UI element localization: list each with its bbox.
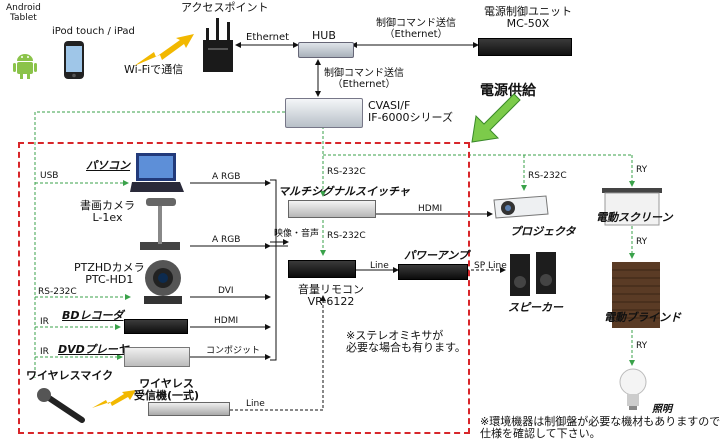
blind-icon xyxy=(612,262,660,332)
line-bottom-label: Line xyxy=(246,399,265,409)
ry-label-3: RY xyxy=(636,341,648,351)
sp-line-label: SP Line xyxy=(474,261,507,271)
microphone-icon xyxy=(36,388,86,428)
document-camera-icon xyxy=(136,194,186,256)
ry-label-2: RY xyxy=(636,237,648,247)
iphone-icon xyxy=(63,40,85,84)
rs232c-label-c: RS-232C xyxy=(528,171,567,181)
ethernet-label: Ethernet xyxy=(246,32,290,43)
power-supply-label: 電源供給 xyxy=(480,83,536,99)
dvd-label: DVDプレーヤ xyxy=(58,343,129,356)
ptz-camera-label: PTZHDカメラ PTC-HD1 xyxy=(74,261,145,287)
hdmi-label-2: HDMI xyxy=(418,204,443,214)
access-point-icon xyxy=(200,18,236,78)
screen-label: 電動スクリーン xyxy=(596,211,673,224)
control-area-frame xyxy=(18,142,470,434)
argb-label-1: A RGB xyxy=(212,172,241,182)
hdmi-label-1: HDMI xyxy=(214,316,239,326)
pc-icon xyxy=(130,152,184,198)
dvi-label: DVI xyxy=(218,286,234,296)
light-label: 照明 xyxy=(652,404,672,415)
power-amp-label: パワーアンプ xyxy=(404,249,469,262)
android-icon xyxy=(12,52,38,84)
cvas-device xyxy=(285,98,363,128)
control-command-label-2: 制御コマンド送信 （Ethernet） xyxy=(324,68,404,90)
switcher-label: マルチシグナルスイッチャ xyxy=(278,185,410,198)
rs232c-left-label: RS-232C xyxy=(38,287,77,297)
screen-icon xyxy=(602,188,662,230)
video-audio-label: 映像・音声 xyxy=(274,229,320,239)
blind-label: 電動ブラインド xyxy=(604,311,681,324)
argb-label-2: A RGB xyxy=(212,235,241,245)
volume-remote-device xyxy=(288,260,356,278)
ir-label-2: IR xyxy=(40,347,49,357)
composite-label: コンポジット xyxy=(206,346,261,356)
hub-label: HUB xyxy=(312,29,336,42)
ry-label-1: RY xyxy=(636,165,648,175)
power-amp-device xyxy=(398,264,468,280)
wifi-label: Wi-Fiで通信 xyxy=(124,63,184,76)
ir-label-1: IR xyxy=(40,317,49,327)
power-unit-label: 電源制御ユニット MC-50X xyxy=(484,5,572,31)
dvd-device xyxy=(124,347,190,367)
projector-label: プロジェクタ xyxy=(510,225,576,238)
wireless-mic-label: ワイヤレスマイク xyxy=(26,369,114,382)
switcher-device xyxy=(288,200,376,218)
rs232c-label-b: RS-232C xyxy=(327,231,366,241)
control-command-label-1: 制御コマンド送信 （Ethernet） xyxy=(376,18,456,40)
light-bulb-icon xyxy=(618,368,648,416)
wifi-lightning-icon xyxy=(132,34,196,72)
access-point-label: アクセスポイント xyxy=(181,1,269,14)
usb-label: USB xyxy=(40,171,59,181)
speaker-label: スピーカー xyxy=(508,301,563,314)
speaker-icon xyxy=(508,250,558,302)
power-supply-arrow-icon xyxy=(466,90,522,150)
ptz-camera-icon xyxy=(140,256,186,310)
bd-label: BDレコーダ xyxy=(62,309,124,322)
projector-icon xyxy=(490,192,550,226)
hub-device xyxy=(298,42,354,58)
wireless-receiver-device xyxy=(148,402,230,416)
rs232c-label-a: RS-232C xyxy=(327,167,366,177)
wireless-lightning-icon xyxy=(92,390,136,414)
ipod-label: iPod touch / iPad xyxy=(52,26,135,37)
power-unit-device xyxy=(478,38,572,56)
volume-remote-label: 音量リモコン VR-6122 xyxy=(298,283,364,309)
bd-device xyxy=(124,319,188,334)
line-mid-label: Line xyxy=(370,261,389,271)
cvas-label: CVASI/F IF-6000シリーズ xyxy=(368,99,453,125)
pc-label: パソコン xyxy=(86,159,130,172)
document-camera-label: 書画カメラ L-1ex xyxy=(80,199,135,225)
android-label: Android Tablet xyxy=(6,3,41,23)
wireless-receiver-label: ワイヤレス 受信機(一式) xyxy=(134,377,200,403)
footnote: ※環境機器は制御盤が必要な機材もありますので、 仕様を確認して下さい。 xyxy=(480,415,720,441)
mixer-note: ※ステレオミキサが 必要な場合も有ります。 xyxy=(346,329,466,355)
